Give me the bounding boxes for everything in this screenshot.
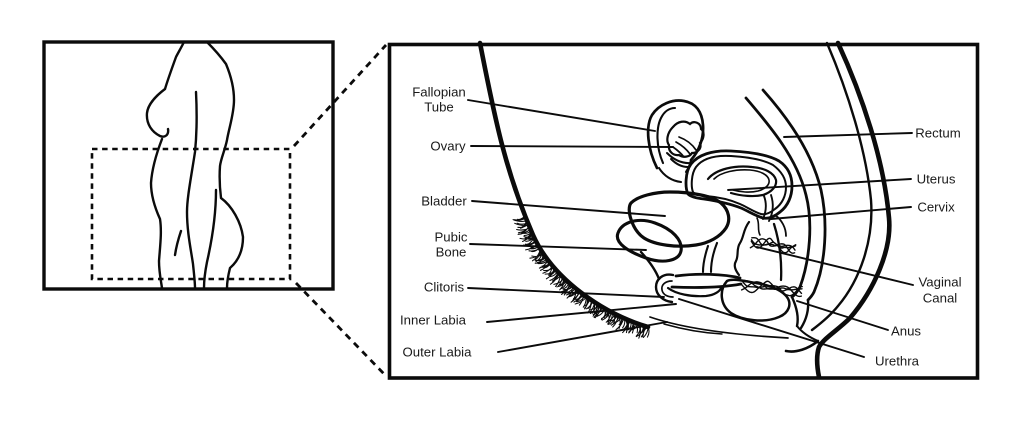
svg-text:Uterus: Uterus: [917, 172, 956, 187]
svg-text:Vaginal: Vaginal: [918, 275, 961, 290]
svg-text:Urethra: Urethra: [875, 354, 920, 369]
svg-text:Fallopian: Fallopian: [412, 85, 466, 100]
svg-text:Outer Labia: Outer Labia: [403, 345, 473, 360]
svg-text:Inner Labia: Inner Labia: [400, 313, 467, 328]
svg-text:Cervix: Cervix: [917, 200, 955, 215]
svg-text:Tube: Tube: [424, 100, 454, 115]
svg-text:Rectum: Rectum: [915, 126, 960, 141]
svg-text:Bladder: Bladder: [421, 194, 467, 209]
svg-text:Canal: Canal: [923, 291, 958, 306]
svg-text:Bone: Bone: [436, 245, 467, 260]
svg-text:Pubic: Pubic: [435, 230, 468, 245]
svg-text:Clitoris: Clitoris: [424, 280, 465, 295]
svg-text:Ovary: Ovary: [430, 139, 466, 154]
svg-text:Anus: Anus: [891, 324, 921, 339]
